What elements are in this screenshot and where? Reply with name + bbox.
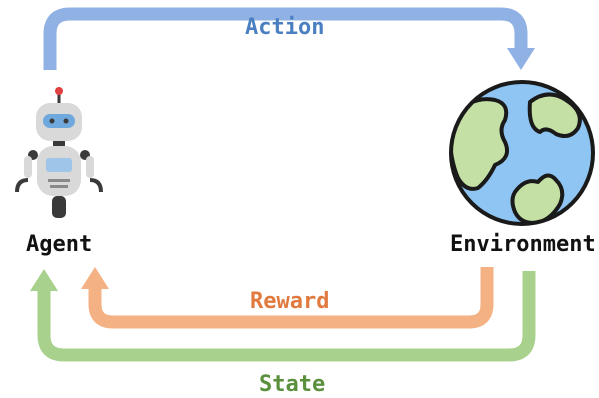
agent-label: Agent xyxy=(26,232,93,257)
state-arrow xyxy=(30,269,536,362)
action-arrow-head xyxy=(507,48,535,70)
robot-icon xyxy=(15,87,103,218)
action-label: Action xyxy=(245,15,325,40)
state-arrow-shaft xyxy=(37,271,536,362)
environment-label: Environment xyxy=(450,232,596,257)
state-label: State xyxy=(259,372,326,397)
reward-arrow xyxy=(81,267,494,329)
action-arrow-shaft xyxy=(43,7,528,70)
reward-label: Reward xyxy=(250,289,330,314)
globe-icon xyxy=(449,80,595,226)
state-arrow-head xyxy=(30,269,58,291)
reward-arrow-head xyxy=(81,267,109,289)
reward-arrow-shaft xyxy=(88,267,494,329)
action-arrow xyxy=(43,7,535,70)
